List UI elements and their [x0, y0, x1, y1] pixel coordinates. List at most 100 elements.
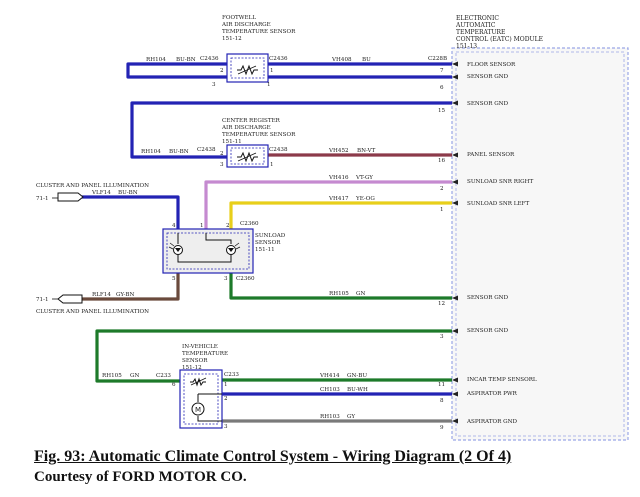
wire-label: GY [347, 414, 355, 420]
wire-labels: RH104 BU-BN VH408 BU RH104 BU-BN VH452 B… [91, 57, 376, 420]
cluster-illumination-bottom: 71-1 CLUSTER AND PANEL ILLUMINATION [36, 294, 149, 315]
footwell-sensor: FOOTWELL AIR DISCHARGE TEMPERATURE SENSO… [200, 15, 296, 88]
pin-number: 11 [438, 382, 445, 388]
connector-label: C2360 [236, 276, 255, 282]
pin-number: 4 [172, 223, 176, 229]
wire-label: BN-VT [357, 148, 376, 154]
pin-label-sensor-gnd: SENSOR GND [467, 295, 509, 301]
module-pin-numbers: 7 6 15 16 2 1 12 3 11 8 9 [438, 68, 446, 431]
wire-label: RH103 [320, 414, 340, 420]
pin-arrow [452, 152, 458, 158]
wire-label: RH105 [102, 373, 122, 379]
pin-number: 8 [440, 398, 444, 404]
wire-rh104-center [130, 101, 452, 159]
footwell-sensor-inner [230, 57, 265, 79]
wire-vh417 [229, 201, 452, 233]
footwell-title-line: TEMPERATURE SENSOR [222, 29, 296, 35]
pin-arrow [452, 328, 458, 334]
pin-number: 3 [224, 276, 228, 282]
pin-number: 3 [440, 334, 444, 340]
pin-label-panel-sensor: PANEL SENSOR [467, 152, 515, 158]
pin-number: 12 [438, 301, 446, 307]
pin-number: 2 [220, 151, 224, 157]
wire-label: GN [356, 291, 365, 297]
connector-arrow-icon [57, 294, 83, 304]
connector-label: C233 [156, 373, 171, 379]
wire-label: BU-BN [176, 57, 196, 63]
pin-number: 15 [438, 108, 446, 114]
pin-number: 2 [226, 223, 230, 229]
footwell-title-line: 151-12 [222, 36, 242, 42]
module-title-line: 151-13 [456, 43, 477, 50]
light-rays-icon [168, 242, 175, 250]
wire-rh104-footwell [126, 62, 227, 79]
sunload-internal-line [205, 233, 232, 244]
light-rays-icon [234, 242, 241, 250]
pin-number: 9 [440, 425, 444, 431]
invehicle-title-line: TEMPERATURE [182, 351, 228, 357]
wire-label: VT-GY [355, 175, 373, 181]
pin-number: 6 [440, 85, 444, 91]
invehicle-title-line: IN-VEHICLE [182, 344, 218, 350]
pin-number: 3 [224, 424, 228, 430]
wire-rh105-invehicle [95, 329, 452, 383]
figure-caption: Fig. 93: Automatic Climate Control Syste… [34, 448, 512, 465]
wire-label: VH416 [328, 175, 349, 181]
center-title-line: CENTER REGISTER [222, 118, 281, 124]
pin-number: 2 [220, 68, 224, 74]
wire-label: RH104 [146, 57, 166, 63]
module-connector-label: C228B [428, 56, 447, 62]
wire-label: BU-BN [169, 149, 189, 155]
center-title-line: AIR DISCHARGE [221, 125, 271, 131]
module-title-line: ELECTRONIC [456, 15, 499, 22]
pin-number: 3 [220, 162, 224, 168]
pin-label-sensor-gnd: SENSOR GND [467, 328, 509, 334]
module-title-line: TEMPERATURE [456, 29, 505, 36]
pin-number: 3 [212, 82, 216, 88]
pin-number: 7 [440, 68, 444, 74]
cluster-ref: 71-1 [36, 297, 49, 303]
pin-label-incar-temp: INCAR TEMP SENSORL [467, 377, 537, 383]
center-title-line: TEMPERATURE SENSOR [222, 132, 296, 138]
module-title-line: AUTOMATIC [455, 22, 496, 29]
wire-vlf14 [82, 195, 180, 233]
center-register-sensor: CENTER REGISTER AIR DISCHARGE TEMPERATUR… [197, 118, 296, 168]
module-pin-labels: FLOOR SENSOR SENSOR GND SENSOR GND PANEL… [466, 62, 537, 425]
wire-label: BU-BN [118, 190, 138, 196]
pin-label-sensor-gnd: SENSOR GND [467, 101, 509, 107]
wire-label: VH414 [319, 373, 340, 379]
eatc-module-title: ELECTRONIC AUTOMATIC TEMPERATURE CONTROL… [455, 15, 543, 50]
photodiode-symbol-icon [175, 248, 181, 252]
pin-arrow [452, 391, 458, 397]
motor-leads [197, 394, 222, 422]
wire-label: RH105 [329, 291, 349, 297]
pin-number: 16 [438, 158, 446, 164]
pin-label-floor-sensor: FLOOR SENSOR [467, 62, 516, 68]
photodiode-symbol-icon [228, 248, 234, 252]
pin-label-sunload-left: SUNLOAD SNR LEFT [467, 201, 529, 207]
pin-arrow [452, 295, 458, 301]
pin-number: 1 [200, 223, 204, 229]
wire-label: GY-BN [116, 292, 134, 298]
invehicle-sensor: IN-VEHICLE TEMPERATURE SENSOR 151-12 M C… [156, 344, 239, 430]
wire-label: RH104 [141, 149, 161, 155]
connector-arrow-icon [57, 192, 84, 202]
sunload-title-line: 151-11 [255, 247, 275, 253]
thermistor-arrow-icon [237, 152, 257, 162]
wire-label: VH408 [331, 57, 352, 63]
pin-arrow [452, 418, 458, 424]
wire-rlf14 [82, 270, 180, 301]
connector-label: C2436 [200, 56, 219, 62]
connector-label: C2436 [269, 56, 288, 62]
wire-label: CH103 [320, 387, 340, 393]
cluster-illumination-top: CLUSTER AND PANEL ILLUMINATION 71-1 [36, 183, 149, 202]
thermistor-arrow-icon [190, 377, 207, 386]
cluster-label: CLUSTER AND PANEL ILLUMINATION [36, 183, 149, 189]
pin-label-aspirator-gnd: ASPIRATOR GND [466, 419, 517, 425]
pin-arrow [452, 200, 458, 206]
center-title-line: 151-11 [222, 139, 242, 145]
footwell-title-line: FOOTWELL [222, 15, 256, 21]
pin-number: 1 [267, 82, 271, 88]
